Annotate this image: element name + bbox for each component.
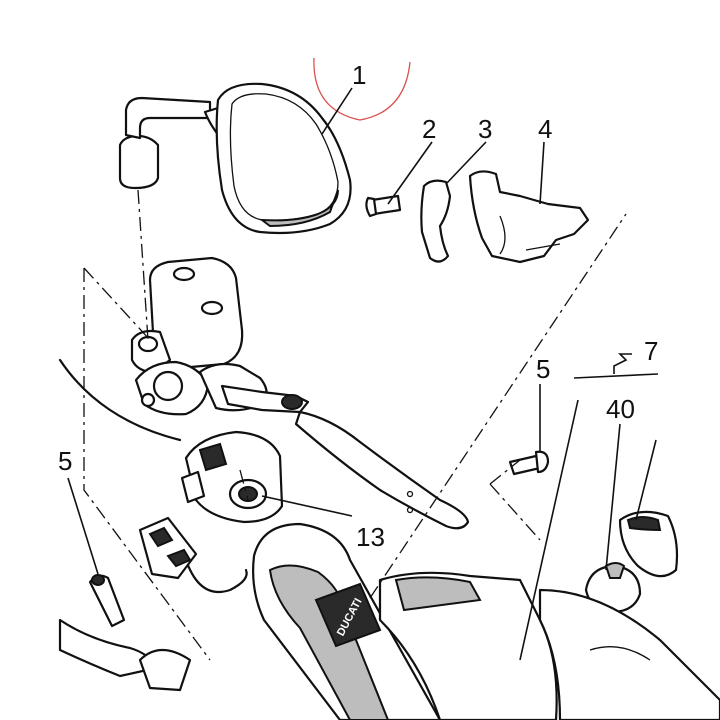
master-cylinder bbox=[130, 256, 310, 416]
center-lines bbox=[83, 189, 627, 661]
switch-block bbox=[180, 430, 284, 524]
clutch-lever bbox=[294, 410, 470, 530]
screw-right bbox=[508, 450, 550, 476]
screw-left bbox=[88, 574, 126, 628]
lower-bracket bbox=[58, 618, 192, 692]
highlight-circle bbox=[313, 57, 411, 121]
leader-lines bbox=[67, 87, 659, 661]
callout-40: 40 bbox=[606, 394, 635, 424]
clamp-assembly bbox=[365, 170, 590, 264]
callout-5-right: 5 bbox=[536, 354, 550, 384]
connector bbox=[138, 516, 198, 580]
callout-4: 4 bbox=[538, 114, 552, 144]
headlight-fairing bbox=[378, 571, 720, 720]
callout-labels: 1 2 3 4 5 5 7 13 40 bbox=[58, 60, 658, 552]
callout-3: 3 bbox=[478, 114, 492, 144]
indicator bbox=[618, 510, 679, 578]
switch-cable bbox=[58, 358, 182, 442]
callout-7: 7 bbox=[644, 336, 658, 366]
callout-1: 1 bbox=[352, 60, 366, 90]
handlebar-grip: DUCATI bbox=[252, 522, 442, 720]
callout-2: 2 bbox=[422, 114, 436, 144]
callout-5-left: 5 bbox=[58, 446, 72, 476]
connector-cable bbox=[184, 558, 248, 594]
bulb bbox=[584, 562, 642, 614]
callout-13: 13 bbox=[356, 522, 385, 552]
mirror bbox=[118, 82, 352, 235]
